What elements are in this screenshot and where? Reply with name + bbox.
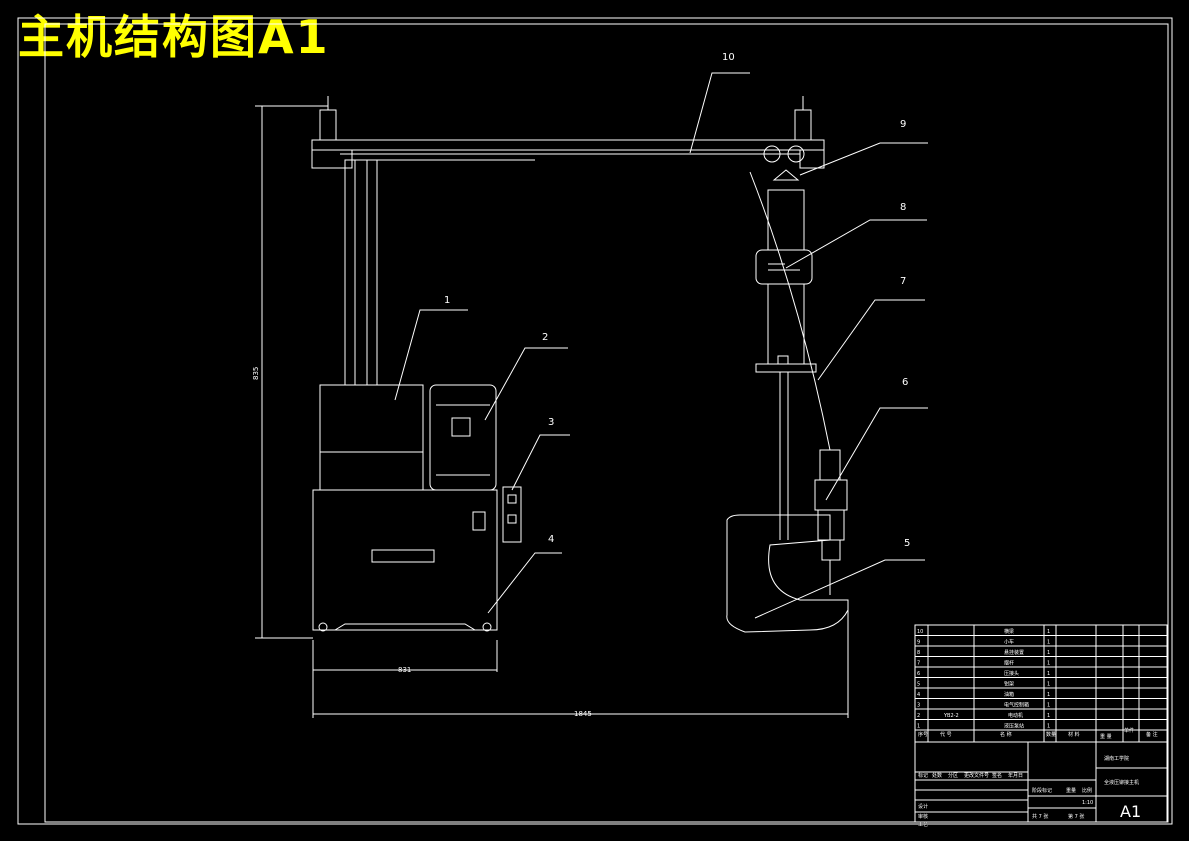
tb-header-material: 材 料 [1068,731,1080,738]
part-name: 压接头 [1004,670,1019,677]
tb-rev-label-0: 标记 [918,772,928,779]
part-name: 摆杆 [1004,660,1014,667]
callout-1: 1 [444,295,450,306]
part-no: 10 [917,629,923,635]
tb-school: 湖南工学院 [1104,755,1129,762]
callout-4: 4 [548,534,554,545]
tb-rev-label-1: 处数 [932,772,942,779]
c-frame [726,514,849,633]
tb-role-review: 审核 [918,813,928,820]
part-no: 1 [917,724,920,730]
part-name: 电气控制箱 [1004,702,1029,709]
inner-border [44,23,1169,823]
dim-base-width: 831 [398,666,411,674]
callout-7: 7 [900,276,906,287]
part-qty: 1 [1047,640,1050,646]
callouts: 1 2 3 4 5 6 7 8 9 10 [444,52,910,549]
callout-8: 8 [900,202,906,213]
part-name: 液压泵站 [1004,723,1024,730]
callout-3: 3 [548,417,554,428]
tb-header-remark: 备 注 [1146,731,1158,738]
tb-role-design: 设计 [918,803,928,810]
tb-header-name: 名 称 [1000,731,1012,738]
part-no: 9 [917,640,920,646]
part-qty: 1 [1047,692,1050,698]
part-qty: 1 [1047,661,1050,667]
callout-9: 9 [900,119,906,130]
tb-stage-weight: 重量 [1066,787,1076,794]
tb-stage-scale: 比例 [1082,787,1092,794]
dim-height: 835 [252,367,260,380]
callout-10: 10 [722,52,735,63]
part-qty: 1 [1047,650,1050,656]
part-no: 8 [917,650,920,656]
tb-rev-label-4: 签名 [992,772,1002,779]
oil-tank [312,489,498,631]
part-name-2: 电动机 [1008,712,1023,719]
part-name: 横梁 [1004,628,1014,635]
part-qty: 1 [1047,713,1050,719]
control-box [502,486,522,543]
part-name: 小车 [1004,639,1014,646]
tb-sheet-no: 第 7 张 [1068,813,1084,820]
part-name: YB2-2 [943,713,959,719]
tb-header-single: 单件 [1124,727,1134,734]
tb-header-qty: 数量 [1046,731,1056,738]
callout-5: 5 [904,538,910,549]
part-qty: 1 [1047,671,1050,677]
suspension-box [755,249,813,285]
tb-format: A1 [1120,802,1141,821]
top-beam [311,139,825,151]
part-name: 油箱 [1004,691,1014,698]
part-name: 钳架 [1004,681,1014,688]
tb-stage-mark: 阶段标记 [1032,787,1052,794]
title-block: 10 横梁 1 9 小车 1 8 悬挂装置 1 7 摆杆 1 6 压接头 1 5 钳架 1 4 油箱 1 3 电气控制箱 1 2… [914,624,1168,828]
tb-rev-label-3: 更改文件号 [964,772,989,779]
motor [429,384,497,491]
outer-border [17,17,1173,825]
tb-rev-label-5: 年月日 [1008,772,1023,779]
tb-header-weight: 重 量 [1100,733,1112,740]
part-no: 3 [917,703,920,709]
part-no: 7 [917,661,920,667]
tb-product: 全液压铆接主机 [1104,779,1139,786]
drawing-title: 主机结构图A1 [18,10,330,64]
dim-total-width: 1845 [574,710,592,718]
tb-header-code: 代 号 [940,731,952,738]
part-name: 悬挂装置 [1004,649,1024,656]
part-no: 4 [917,692,920,698]
callout-2: 2 [542,332,548,343]
tb-role-process: 工艺 [918,822,928,828]
part-qty: 1 [1047,682,1050,688]
part-qty: 1 [1047,724,1050,730]
tb-sheet-total: 共 7 张 [1032,813,1048,820]
part-no: 2 [917,713,920,719]
callout-6: 6 [902,377,908,388]
left-column [344,159,378,386]
part-no: 6 [917,671,920,677]
part-no: 5 [917,682,920,688]
tb-header-seq: 序号 [918,731,928,738]
part-qty: 1 [1047,703,1050,709]
pump-unit [319,384,424,491]
machine-drawing [255,72,928,718]
tb-rev-label-2: 分区 [948,772,958,779]
part-qty: 1 [1047,629,1050,635]
tb-scale: 1:10 [1082,800,1093,806]
